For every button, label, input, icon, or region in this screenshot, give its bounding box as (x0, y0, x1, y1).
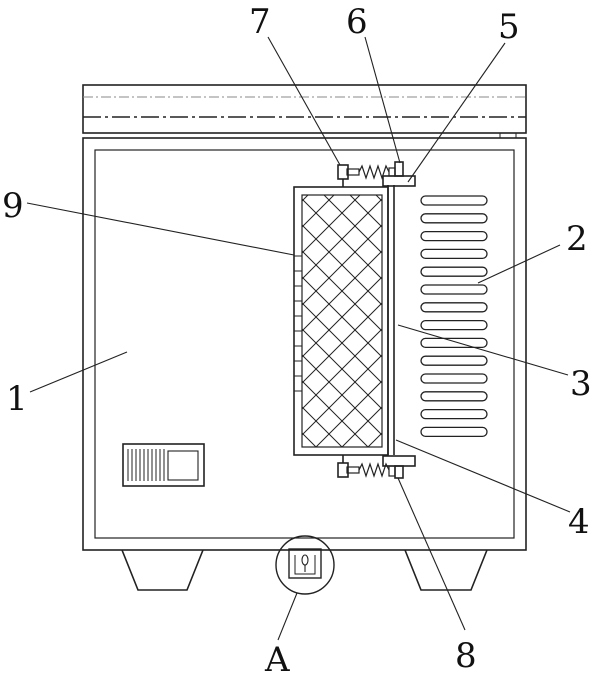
vent-grille (420, 195, 488, 438)
leader-4 (395, 439, 571, 513)
label-3: 3 (570, 364, 592, 404)
filter-edge-ticks (294, 255, 302, 392)
leader-6 (364, 36, 401, 164)
vent-slot (420, 302, 488, 313)
mesh-line (301, 276, 383, 358)
top-rail-assembly (337, 161, 416, 187)
vent-slot (420, 266, 488, 277)
top-cover (82, 84, 527, 138)
filter-mesh (301, 194, 383, 448)
leader-3 (397, 324, 569, 376)
mesh-line (301, 302, 383, 384)
vent-slot (420, 230, 488, 242)
bottom-spring (358, 462, 390, 478)
mesh-line (301, 198, 383, 280)
cabinet-body (82, 137, 527, 551)
bottom-rail-assembly (337, 455, 416, 479)
leader-1 (29, 351, 128, 393)
vent-slot (420, 195, 488, 206)
vent-slot (420, 391, 488, 402)
vent-slot (420, 337, 488, 349)
mesh-line (375, 194, 383, 202)
vent-slot (420, 373, 488, 384)
vent-slot (420, 213, 488, 224)
mesh-line (323, 194, 383, 254)
label-2: 2 (566, 219, 588, 259)
mesh-line (301, 328, 383, 410)
mesh-line (349, 194, 383, 228)
mesh-line (315, 380, 383, 448)
vent-slot (420, 248, 488, 260)
mesh-line (301, 194, 309, 202)
left-foot (121, 549, 204, 591)
mesh-line (301, 354, 383, 436)
vent-slot (420, 408, 488, 420)
leader-a (277, 592, 298, 641)
mesh-line (301, 250, 383, 332)
label-1: 1 (6, 379, 28, 419)
label-a: A (264, 640, 290, 680)
leader-7 (267, 36, 341, 166)
mesh-line (341, 406, 383, 448)
top-spring (358, 164, 390, 180)
control-panel (122, 443, 205, 487)
leader-9 (26, 202, 295, 256)
mesh-line (301, 406, 343, 448)
detail-circle-a (275, 535, 335, 595)
leader-5 (407, 42, 506, 183)
mesh-line (301, 224, 383, 306)
vent-slot (420, 426, 488, 438)
mesh-line (367, 432, 383, 448)
mesh-line (301, 380, 369, 448)
partition-plate (387, 185, 395, 455)
vent-slot (420, 319, 488, 331)
label-6: 6 (346, 2, 368, 42)
leader-lines (26, 36, 571, 641)
vent-slot (420, 284, 488, 295)
mesh-line (301, 194, 335, 228)
label-5: 5 (498, 7, 520, 47)
vent-slot (420, 355, 488, 366)
label-7: 7 (249, 2, 271, 42)
leader-2 (477, 244, 561, 284)
label-4: 4 (568, 502, 590, 542)
right-foot (404, 549, 488, 591)
label-8: 8 (455, 636, 477, 676)
mesh-line (301, 432, 317, 448)
label-9: 9 (2, 186, 24, 226)
mesh-line (301, 194, 361, 254)
leader-8 (397, 477, 466, 631)
